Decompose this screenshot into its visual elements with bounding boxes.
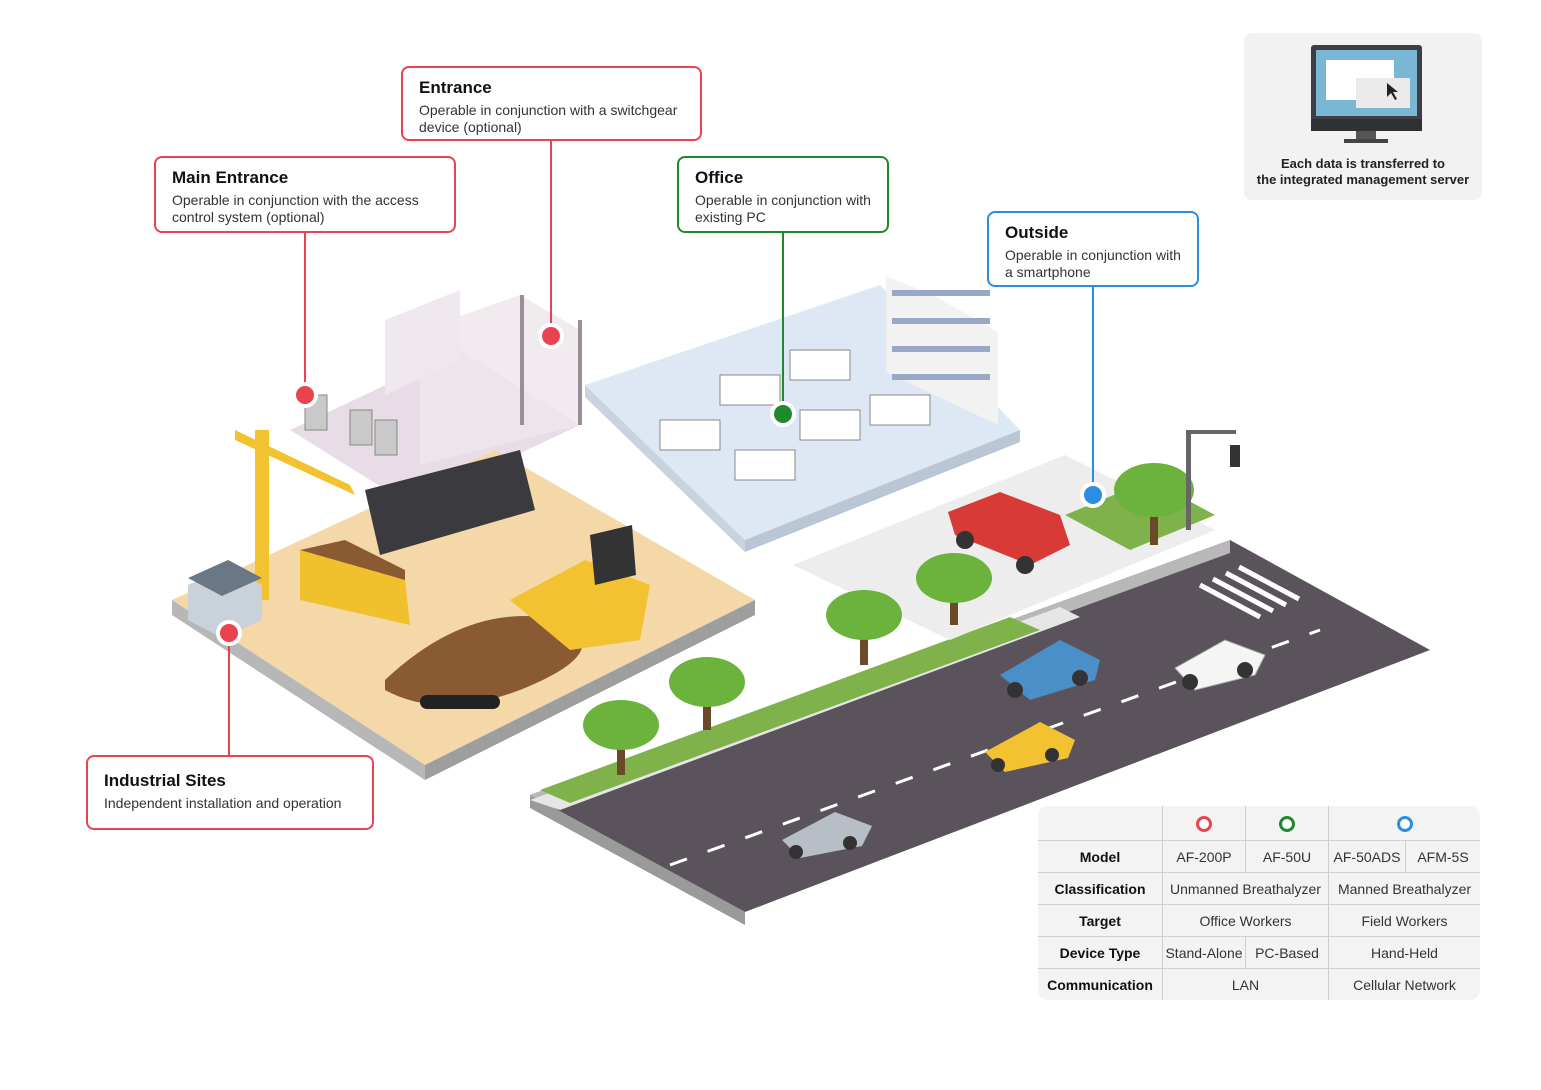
- model-cell: AF-50U: [1245, 840, 1329, 873]
- red-dot-icon: [1196, 815, 1212, 832]
- table-row-target: Target Office Workers Field Workers: [1038, 904, 1480, 937]
- callout-industrial-desc: Independent installation and operation: [104, 795, 342, 811]
- communication-cell: Cellular Network: [1353, 976, 1456, 993]
- connector-lines: [228, 141, 1094, 755]
- callout-entrance-title: Entrance: [419, 78, 492, 97]
- table-row-legend: [1038, 806, 1480, 841]
- table-corner: [1038, 806, 1163, 841]
- row-label-target: Target: [1038, 904, 1163, 937]
- legend-blue-cell: [1328, 806, 1480, 841]
- device-type-cell: Hand-Held: [1328, 936, 1480, 969]
- server-caption-line1: Each data is transferred to: [1281, 156, 1445, 171]
- table-row-communication: Communication LAN Cellular Network: [1038, 968, 1480, 1000]
- callout-office-title: Office: [695, 168, 744, 187]
- callout-office-desc: Operable in conjunction with existing PC: [695, 192, 871, 225]
- server-panel: Each data is transferred to the integrat…: [1244, 33, 1482, 200]
- row-label-model: Model: [1038, 840, 1163, 873]
- model-cell: AFM-5S: [1405, 840, 1480, 873]
- traffic-light: [1186, 430, 1240, 530]
- table-row-device-type: Device Type Stand-Alone PC-Based Hand-He…: [1038, 936, 1480, 969]
- green-dot-icon: [1279, 815, 1295, 832]
- construction-site: [172, 430, 755, 780]
- office-floor: [585, 276, 1020, 552]
- callout-main-entrance-title: Main Entrance: [172, 168, 289, 187]
- communication-cell: LAN: [1162, 968, 1329, 1000]
- row-label-device-type: Device Type: [1038, 936, 1163, 969]
- row-label-classification: Classification: [1038, 872, 1163, 905]
- callout-main-entrance: Main Entrance Operable in conjunction wi…: [154, 156, 456, 233]
- table-row-classification: Classification Unmanned Breathalyzer Man…: [1038, 872, 1480, 905]
- cars: [782, 492, 1266, 859]
- model-cell: AF-50ADS: [1328, 840, 1406, 873]
- callout-outside-title: Outside: [1005, 223, 1069, 242]
- callout-outside-desc: Operable in conjunction with a smartphon…: [1005, 247, 1181, 280]
- callout-main-entrance-desc: Operable in conjunction with the access …: [172, 192, 419, 225]
- callout-entrance-desc: Operable in conjunction with a switchgea…: [419, 102, 678, 135]
- blue-dot-icon: [1396, 815, 1413, 832]
- callout-industrial-sites: Industrial Sites Independent installatio…: [86, 755, 374, 830]
- legend-red-cell: [1162, 806, 1246, 841]
- server-caption: Each data is transferred to the integrat…: [1244, 156, 1482, 188]
- target-cell: Office Workers: [1162, 904, 1329, 937]
- classification-cell: Unmanned Breathalyzer: [1162, 872, 1329, 905]
- target-cell: Field Workers: [1328, 904, 1480, 937]
- row-label-communication: Communication: [1038, 968, 1163, 1000]
- trees: [583, 463, 1194, 775]
- callout-entrance: Entrance Operable in conjunction with a …: [401, 66, 702, 141]
- location-markers: [216, 323, 1106, 646]
- server-caption-line2: the integrated management server: [1256, 172, 1470, 187]
- callout-outside: Outside Operable in conjunction with a s…: [987, 211, 1199, 287]
- spec-table: Model AF-200P AF-50U AF-50ADS AFM-5S Cla…: [1038, 806, 1480, 1000]
- device-type-cell: PC-Based: [1245, 936, 1329, 969]
- callout-office: Office Operable in conjunction with exis…: [677, 156, 889, 233]
- device-type-cell: Stand-Alone: [1162, 936, 1246, 969]
- monitor-icon: [1311, 45, 1422, 143]
- table-row-model: Model AF-200P AF-50U AF-50ADS AFM-5S: [1038, 840, 1480, 873]
- classification-cell: Manned Breathalyzer: [1328, 872, 1480, 905]
- model-cell: AF-200P: [1162, 840, 1246, 873]
- callout-industrial-title: Industrial Sites: [104, 771, 226, 790]
- legend-green-cell: [1245, 806, 1329, 841]
